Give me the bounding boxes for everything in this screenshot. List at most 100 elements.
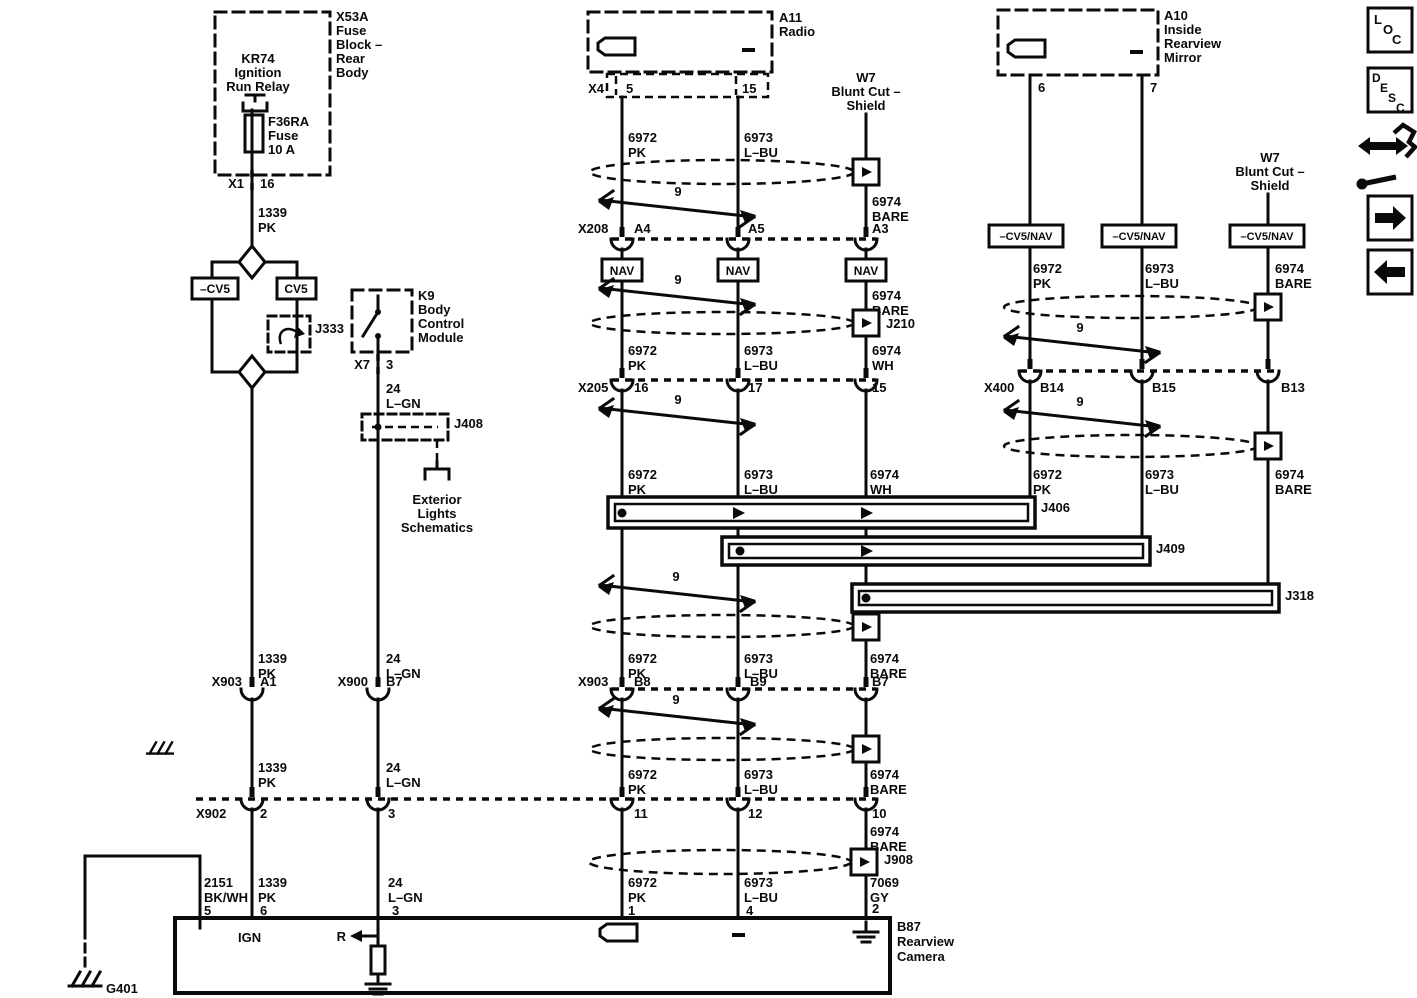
svg-text:–CV5/NAV: –CV5/NAV — [1000, 231, 1054, 243]
svg-text:24: 24 — [386, 760, 401, 775]
connector-x4-strip — [605, 72, 770, 99]
svg-text:Run Relay: Run Relay — [226, 79, 290, 94]
svg-text:16: 16 — [634, 380, 648, 395]
chassis-ground-icon — [67, 970, 103, 988]
svg-text:9: 9 — [1076, 394, 1083, 409]
radio-a11: A11 Radio X4 5 15 — [586, 10, 815, 99]
svg-text:Rearview: Rearview — [897, 934, 955, 949]
connector-x1-label: X1 — [228, 176, 244, 191]
svg-text:S: S — [1388, 91, 1396, 105]
svg-text:Ignition: Ignition — [235, 65, 282, 80]
svg-text:W7: W7 — [1260, 150, 1280, 165]
next-button[interactable] — [1366, 194, 1414, 242]
svg-text:BK/WH: BK/WH — [204, 890, 248, 905]
svg-text:L–BU: L–BU — [744, 145, 778, 160]
svg-text:6974: 6974 — [1275, 261, 1305, 276]
svg-text:24: 24 — [386, 651, 401, 666]
svg-text:BARE: BARE — [870, 839, 907, 854]
shield-ellipse — [588, 310, 856, 336]
svg-text:X900: X900 — [338, 674, 368, 689]
svg-text:L–GN: L–GN — [386, 666, 421, 681]
back-button[interactable] — [1366, 248, 1414, 296]
bcm-k9: K9 Body Control Module X7 3 24 L–GN J408… — [350, 288, 483, 535]
svg-text:6974: 6974 — [1275, 467, 1305, 482]
connector-x4-pin15: 15 — [742, 81, 756, 96]
ground-g401: G401 — [67, 970, 138, 996]
camera-pin-1: 1 — [628, 903, 635, 918]
minus-terminal — [742, 48, 755, 52]
svg-text:Lights: Lights — [418, 506, 457, 521]
connector-x903-label: X903 — [578, 674, 608, 689]
splice-j908-label: J908 — [884, 852, 913, 867]
bcm-switch-symbol — [360, 294, 380, 354]
svg-text:Fuse: Fuse — [268, 128, 298, 143]
shield-terminal — [851, 157, 881, 187]
svg-text:6973: 6973 — [744, 467, 773, 482]
ign-terminal-label: IGN — [238, 930, 261, 945]
splice-j210-label: J210 — [886, 316, 915, 331]
wire-label-6973: 6973 — [744, 130, 773, 145]
fuse-symbol — [243, 113, 265, 154]
svg-text:B7: B7 — [386, 674, 403, 689]
svg-text:10: 10 — [872, 806, 886, 821]
fuse-label: F36RA — [268, 114, 310, 129]
svg-text:Blunt Cut –: Blunt Cut – — [831, 84, 900, 99]
desc-button[interactable]: D E S C — [1366, 66, 1414, 115]
svg-text:W7: W7 — [856, 70, 876, 85]
cv5-nav-option-boxes: –CV5/NAV –CV5/NAV –CV5/NAV — [987, 223, 1306, 249]
connector-x400-label: X400 — [984, 380, 1014, 395]
svg-text:BARE: BARE — [870, 666, 907, 681]
connector-x7-label: X7 — [354, 357, 370, 372]
wire-label-6972: 6972 — [628, 130, 657, 145]
loc-button[interactable]: L O C — [1366, 6, 1414, 54]
svg-text:L–GN: L–GN — [386, 396, 421, 411]
svg-text:L–BU: L–BU — [1145, 276, 1179, 291]
svg-text:6974: 6974 — [870, 651, 900, 666]
connector-x7-pin: 3 — [386, 357, 393, 372]
svg-text:C: C — [1392, 32, 1402, 47]
splice-j406-label: J406 — [1041, 500, 1070, 515]
offpage-symbol — [423, 460, 451, 481]
svg-text:A1: A1 — [260, 674, 277, 689]
svg-text:PK: PK — [628, 358, 647, 373]
svg-text:Rear: Rear — [336, 51, 365, 66]
splice-j409-label: J409 — [1156, 541, 1185, 556]
svg-text:Fuse: Fuse — [336, 23, 366, 38]
shield-ellipse-j908 — [587, 848, 853, 876]
shield-terminal — [1253, 292, 1283, 322]
option-box-cv5 — [275, 276, 318, 301]
connector-x205-row: X205 16 17 15 — [578, 366, 886, 395]
relay-label: KR74 — [241, 51, 275, 66]
shield-terminal — [851, 612, 881, 642]
svg-text:–CV5: –CV5 — [200, 282, 230, 296]
svg-text:9: 9 — [674, 392, 681, 407]
svg-text:Schematics: Schematics — [401, 520, 473, 535]
svg-text:24: 24 — [388, 875, 403, 890]
wire-1339-branch-loop — [210, 260, 299, 374]
svg-text:6974: 6974 — [870, 824, 900, 839]
svg-text:1339: 1339 — [258, 651, 287, 666]
svg-text:PK: PK — [258, 890, 277, 905]
fuse-block-x53a: X53A Fuse Block – Rear Body KR74 Ignitio… — [213, 9, 382, 235]
svg-text:B13: B13 — [1281, 380, 1305, 395]
svg-text:9: 9 — [674, 272, 681, 287]
svg-text:Radio: Radio — [779, 24, 815, 39]
splice-j333-box — [266, 314, 312, 354]
svg-text:B14: B14 — [1040, 380, 1065, 395]
svg-text:NAV: NAV — [726, 264, 750, 278]
splice-j318: J318 — [850, 582, 1314, 614]
shield-terminal-j210 — [851, 308, 881, 338]
mirror-label: A10 — [1164, 8, 1188, 23]
shield-ellipse — [588, 613, 856, 639]
svg-text:Control: Control — [418, 316, 464, 331]
svg-text:12: 12 — [748, 806, 762, 821]
wire-label-1339: 1339 — [258, 205, 287, 220]
right-arrow-icon — [1375, 206, 1406, 230]
splice-j409: J409 — [720, 535, 1185, 567]
connector-x903-row: X903 B8 B9 B7 — [578, 674, 889, 702]
svg-text:–CV5/NAV: –CV5/NAV — [1241, 231, 1295, 243]
svg-text:Inside: Inside — [1164, 22, 1202, 37]
splice-j406: J406 — [606, 495, 1070, 530]
harness-link-icon[interactable] — [1356, 122, 1417, 190]
connector-x900: X900 B7 — [338, 674, 403, 702]
